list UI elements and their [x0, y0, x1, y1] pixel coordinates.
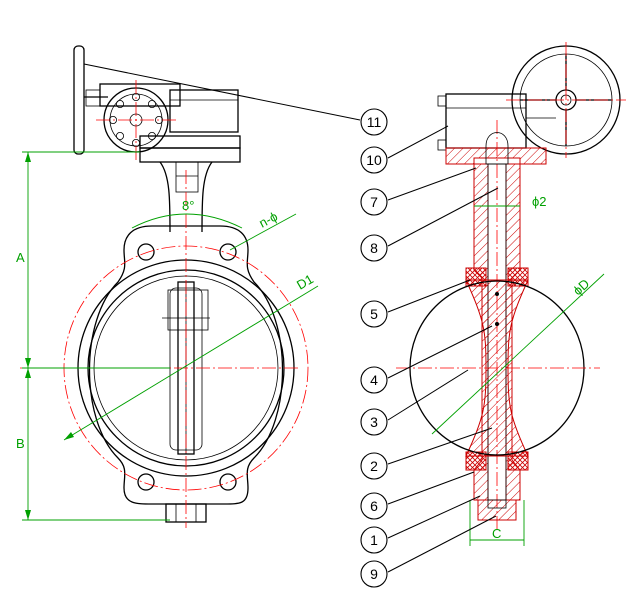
side-bottom-cap — [477, 499, 517, 521]
svg-text:9: 9 — [370, 566, 378, 582]
balloon-3: 3 — [360, 408, 388, 436]
dim-label-phi-d: ϕD — [570, 276, 592, 298]
dim-label-angle: 8° — [182, 198, 194, 213]
svg-text:1: 1 — [370, 532, 378, 548]
balloon-8: 8 — [360, 234, 388, 262]
side-top-flange — [445, 147, 547, 165]
balloon-4: 4 — [360, 366, 388, 394]
balloon-10: 10 — [360, 146, 388, 174]
dim-label-d1: D1 — [294, 271, 316, 292]
balloon-1: 1 — [360, 526, 388, 554]
svg-text:4: 4 — [370, 372, 378, 388]
dim-label-n-phi: n-ϕ — [256, 209, 280, 231]
svg-text:11: 11 — [367, 114, 382, 130]
svg-text:2: 2 — [370, 458, 378, 474]
balloon-7: 7 — [360, 188, 388, 216]
dim-label-c: C — [492, 526, 501, 541]
front-gearbox — [96, 80, 241, 163]
dim-label-phi2: ϕ2 — [532, 194, 547, 209]
front-handwheel — [73, 45, 108, 155]
side-view: ϕ2 ϕD C — [396, 42, 626, 546]
svg-text:10: 10 — [366, 152, 382, 168]
svg-text:3: 3 — [370, 414, 378, 430]
balloon-9: 9 — [360, 560, 388, 588]
side-handwheel — [506, 42, 626, 158]
svg-text:6: 6 — [370, 498, 378, 514]
balloon-2: 2 — [360, 452, 388, 480]
front-view: A B 8° n-ϕ D1 — [16, 45, 319, 528]
dim-label-a: A — [16, 250, 25, 265]
leader-lines — [83, 63, 499, 573]
front-neck — [159, 161, 213, 233]
balloon-5: 5 — [360, 300, 388, 328]
gearbox-bolt-holes — [109, 93, 163, 147]
front-dimensions: A B 8° n-ϕ D1 — [16, 151, 319, 521]
svg-text:7: 7 — [370, 194, 378, 210]
svg-text:8: 8 — [370, 240, 378, 256]
svg-text:5: 5 — [370, 306, 378, 322]
dim-label-b: B — [16, 436, 25, 451]
balloon-11: 11 — [360, 108, 388, 136]
balloon-6: 6 — [360, 492, 388, 520]
side-seals — [465, 267, 529, 471]
part-balloons: 11 10 7 8 5 4 3 2 — [360, 108, 388, 588]
